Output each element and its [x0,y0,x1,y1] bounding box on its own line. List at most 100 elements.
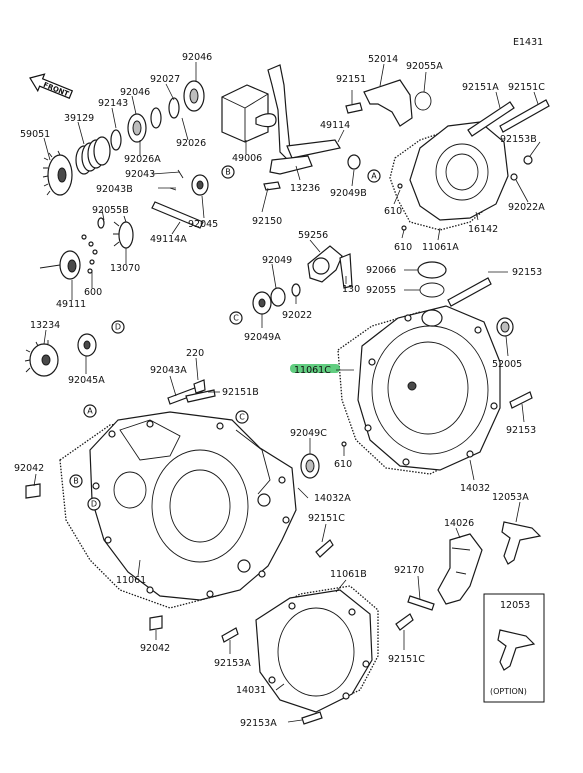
ref-circle-d-low [87,497,101,511]
impeller-13070 [113,215,134,249]
crankcase-cover-14032A [59,411,297,609]
washer-92026 [168,97,180,119]
label-11061C: 11061C [294,365,331,376]
label-49111: 49111 [56,299,86,310]
ref-letter-c-low: C [239,413,245,422]
label-52014: 52014 [368,54,398,65]
o-ring-92055 [419,282,445,298]
dowel-92042-bottom [149,615,163,631]
label-92049B: 92049B [330,188,367,199]
label-92151C-bottom: 92151C [388,654,425,665]
label-92049A: 92049A [244,332,281,343]
oil-pump-gear-assembly [39,80,209,280]
label-11061A: 11061A [422,242,459,253]
option-caption: (OPTION) [490,687,527,696]
label-92170: 92170 [394,565,424,576]
label-13236: 13236 [290,183,320,194]
label-610-b: 610 [394,242,412,253]
label-92151C-top: 92151C [508,82,545,93]
label-92049C: 92049C [290,428,327,439]
label-59051: 59051 [20,129,50,140]
bolt-92151C-bottom [395,613,414,631]
ref-letter-a-top: A [371,172,377,181]
water-pump-body-49006 [221,64,361,191]
bolt-92151C-mid [315,539,334,558]
label-92042-bottom: 92042 [140,643,170,654]
reference-markers: B A D C A C B D [69,165,381,511]
label-92153B: 92153B [500,134,537,145]
shaft-49114 [286,139,341,159]
label-92151B: 92151B [222,387,259,398]
bolt-92151 [345,102,363,114]
label-11061B: 11061B [330,569,367,580]
spring-39129 [75,136,111,175]
o-ring-92055A [414,91,432,111]
label-92043: 92043 [125,169,155,180]
bearing-92049B [347,154,361,170]
washer-92022 [291,283,301,297]
label-52005: 52005 [492,359,522,370]
label-92055A: 92055A [406,61,443,72]
ref-circle-d-top [111,320,125,334]
ref-circle-b-top [221,165,235,179]
label-92045A: 92045A [68,375,105,386]
bolt-92151B [185,389,216,403]
clutch-cover-14032 [337,305,501,475]
label-92151: 92151 [336,74,366,85]
dowel-610 [341,441,347,447]
leader-lines [33,62,541,723]
ref-circle-a-top [367,169,381,183]
label-14026: 14026 [444,518,474,529]
label-39129: 39129 [64,113,94,124]
pipe-52014 [363,79,413,127]
ref-circle-c-mid [229,311,243,325]
bracket-12053A [501,521,542,565]
gear-13234 [24,340,59,377]
label-14032A: 14032A [314,493,351,504]
label-92042-left: 92042 [14,463,44,474]
bracket-14026 [437,533,483,605]
label-92055: 92055 [366,285,396,296]
label-92153: 92153 [512,267,542,278]
label-92049: 92049 [262,255,292,266]
label-92043A: 92043A [150,365,187,376]
label-92151C-mid: 92151C [308,513,345,524]
label-92026: 92026 [176,138,206,149]
label-92143: 92143 [98,98,128,109]
label-13234: 13234 [30,320,60,331]
label-92022A: 92022A [508,202,545,213]
label-14032: 14032 [460,483,490,494]
washer-92143 [110,129,122,151]
label-49114A: 49114A [150,234,187,245]
ref-circle-b-low [69,474,83,488]
bolt-92151C-top [499,99,550,133]
label-16142: 16142 [468,224,498,235]
label-11061: 11061 [116,575,146,586]
pin-130 [339,253,353,289]
label-610-c: 610 [334,459,352,470]
option-box: 12053 (OPTION) [483,593,545,703]
label-130: 130 [342,284,360,295]
ref-circle-c-low [235,410,249,424]
label-12053A: 12053A [492,492,529,503]
label-92153A-b: 92153A [240,718,277,729]
label-13070: 13070 [110,263,140,274]
label-220: 220 [186,348,204,359]
label-92043B: 92043B [96,184,133,195]
bolt-92153-top [447,277,492,307]
part-number-labels: 92046 92027 92046 92143 39129 59051 9202… [14,52,545,729]
label-92150: 92150 [252,216,282,227]
label-92046: 92046 [120,87,150,98]
label-92027: 92027 [150,74,180,85]
highlight-marker [290,364,340,373]
water-pump-cover [345,79,550,231]
bracket-12053-option [497,629,536,671]
ref-letter-c-mid: C [233,314,239,323]
label-92055B: 92055B [92,205,129,216]
bolt-92153B [523,155,533,165]
label-92046-top: 92046 [182,52,212,63]
label-92153-right: 92153 [506,425,536,436]
bracket-13236 [269,155,313,175]
bolt-92153A-b [301,711,323,725]
